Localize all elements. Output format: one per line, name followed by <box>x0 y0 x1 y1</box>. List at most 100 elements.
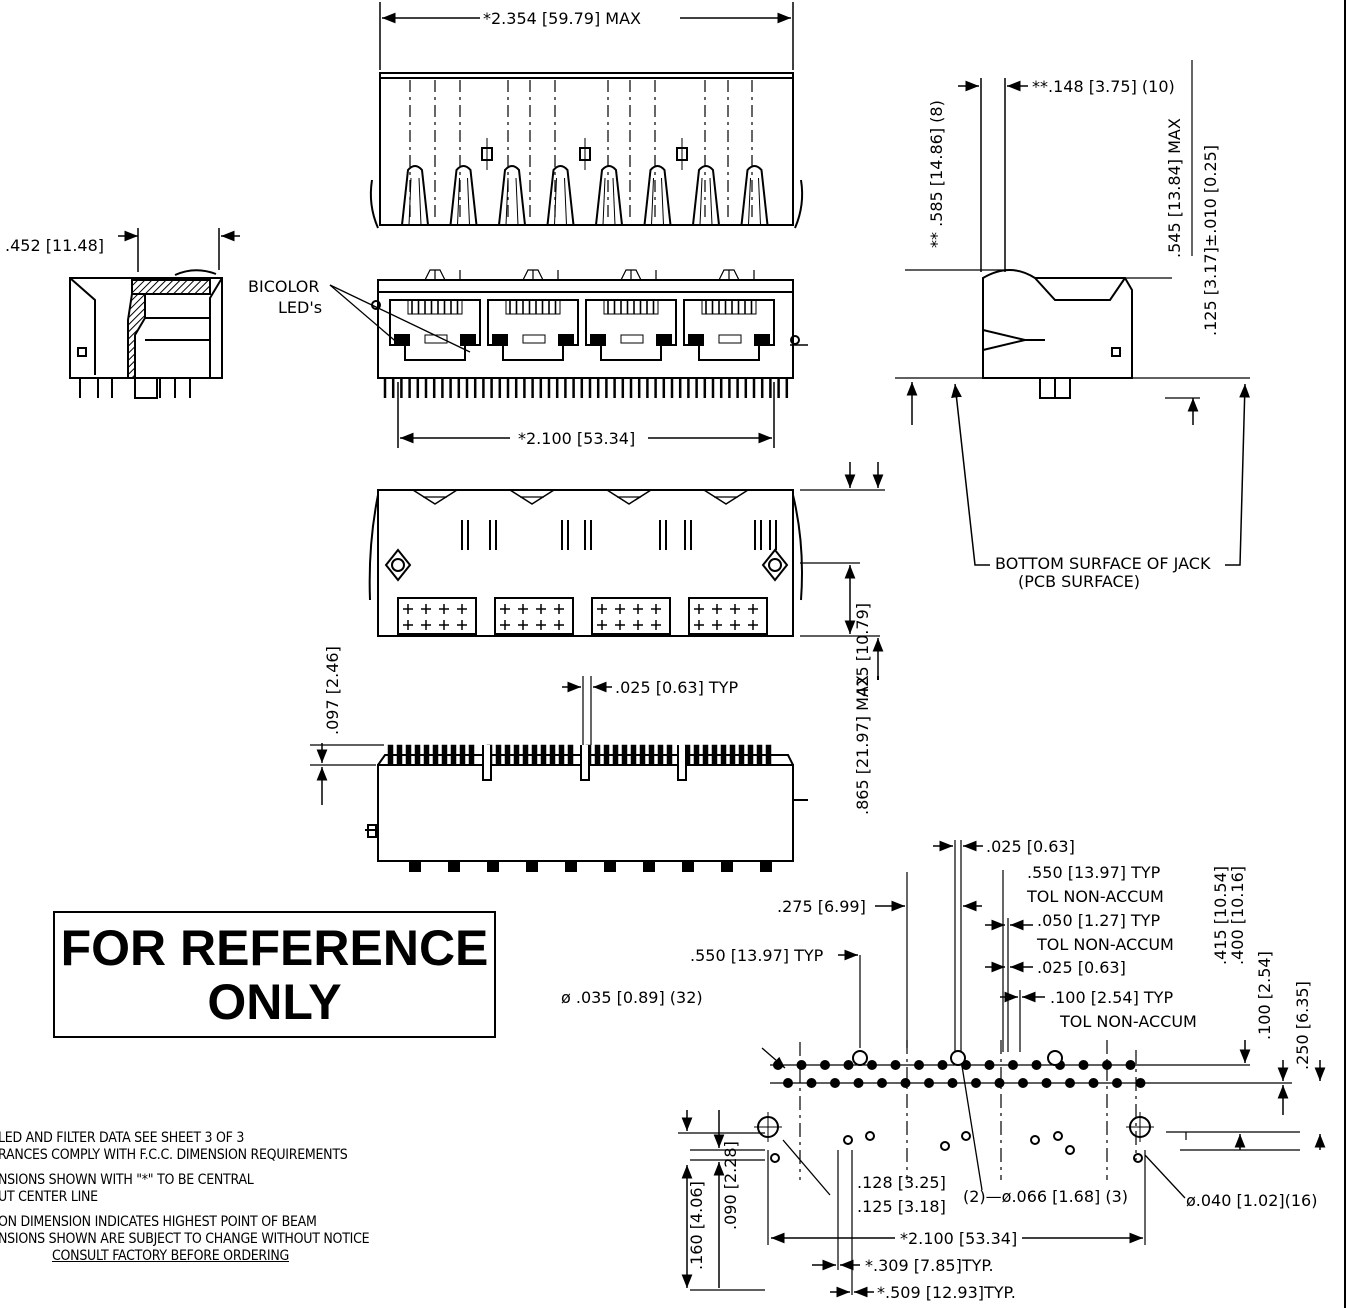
pcb-hole <box>1125 1060 1136 1070</box>
fp-dim-125: .125 [3.18] <box>857 1197 946 1216</box>
led-indicator <box>460 334 476 346</box>
fp-dim-025-a: .025 [0.63] <box>986 837 1075 856</box>
rj45-port <box>683 299 775 361</box>
fp-dim-090: .090 [2.28] <box>721 1141 740 1230</box>
pcb-hole <box>830 1078 840 1088</box>
pcb-hole <box>1078 1060 1089 1070</box>
fp-dim-509: *.509 [12.93]TYP. <box>877 1283 1016 1302</box>
drawing-frame-border <box>1344 0 1346 1308</box>
contact-spring <box>740 165 769 226</box>
for-reference-only-banner: FOR REFERENCE ONLY <box>53 911 496 1038</box>
contact-spring <box>401 165 429 226</box>
note-1: LED AND FILTER DATA SEE SHEET 3 OF 3 <box>0 1130 245 1146</box>
pcb-hole <box>1008 1060 1018 1070</box>
filter-hole <box>770 1153 780 1163</box>
pcb-hole <box>806 1078 817 1088</box>
fp-dim-100-typ: .100 [2.54] TYP <box>1050 988 1173 1007</box>
bottom-pad-group <box>397 597 477 635</box>
pcb-hole <box>914 1060 924 1070</box>
filter-hole <box>1133 1153 1143 1163</box>
alignment-post <box>384 548 412 582</box>
fp-tol-2: TOL NON-ACCUM <box>1036 935 1174 954</box>
filter-hole <box>940 1141 950 1151</box>
dim-height-097: .097 [2.46] <box>323 646 342 735</box>
contact-spring <box>595 165 623 226</box>
contact-spring <box>692 165 720 226</box>
bottom-view <box>368 462 885 660</box>
filter-hole <box>865 1131 875 1141</box>
filter-hole <box>843 1135 853 1145</box>
dim-pitch-2100: *2.100 [53.34] <box>518 429 635 448</box>
pcb-hole <box>1135 1078 1146 1088</box>
pcb-hole <box>994 1078 1005 1088</box>
dim-height-125: .125 [3.17]±.010 [0.25] <box>1201 145 1220 336</box>
rj45-port <box>487 299 579 361</box>
pcb-hole <box>820 1060 830 1070</box>
fp-dim-025-b: .025 [0.63] <box>1037 958 1126 977</box>
fp-dim-400: .400 [10.16] <box>1228 866 1247 965</box>
fp-tol-1: TOL NON-ACCUM <box>1026 887 1164 906</box>
pcb-hole <box>947 1078 958 1088</box>
pcb-hole <box>1088 1078 1099 1088</box>
pcb-hole <box>1065 1078 1075 1088</box>
pcb-hole <box>937 1060 948 1070</box>
pcb-hole <box>1031 1060 1042 1070</box>
filter-hole <box>1030 1135 1040 1145</box>
dimension-labels: *2.354 [59.79] MAX .452 [11.48] BICOLOR … <box>5 9 1317 1302</box>
alignment-post <box>761 548 789 582</box>
drawing-notes: LED AND FILTER DATA SEE SHEET 3 OF 3 RAN… <box>0 1130 421 1265</box>
pcb-hole <box>900 1078 911 1088</box>
pcb-hole <box>877 1078 887 1088</box>
fp-tol-3: TOL NON-ACCUM <box>1059 1012 1197 1031</box>
dim-top-offset: **.148 [3.75] (10) <box>1032 77 1175 96</box>
dim-overall-width: *2.354 [59.79] MAX <box>483 9 641 28</box>
led-indicator <box>394 334 410 346</box>
led-hole <box>950 1050 966 1066</box>
fp-dim-250: .250 [6.35] <box>1293 981 1312 1070</box>
contact-spring <box>546 165 575 226</box>
fp-hole-035: ø .035 [0.89] (32) <box>561 988 703 1007</box>
fp-dim-550-left: .550 [13.97] TYP <box>690 946 824 965</box>
pcb-hole <box>1041 1078 1052 1088</box>
led-indicator <box>590 334 606 346</box>
pcb-hole <box>890 1060 901 1070</box>
rear-view <box>310 660 879 872</box>
note-5: ON DIMENSION INDICATES HIGHEST POINT OF … <box>0 1214 317 1230</box>
rj45-port <box>585 299 677 361</box>
top-view <box>369 2 804 229</box>
pcb-hole <box>1018 1078 1028 1088</box>
bottom-pad-group <box>688 597 768 635</box>
pcb-hole <box>783 1078 793 1088</box>
fp-dim-100: .100 [2.54] <box>1255 951 1274 1040</box>
note-2: RANCES COMPLY WITH F.C.C. DIMENSION REQU… <box>0 1147 348 1163</box>
fp-dim-309: *.309 [7.85]TYP. <box>865 1256 994 1275</box>
led-indicator <box>754 334 770 346</box>
pcb-hole <box>1112 1078 1122 1088</box>
contact-spring <box>498 165 526 226</box>
fp-dim-160: .160 [4.06] <box>687 1181 706 1270</box>
label-leds: LED's <box>278 298 322 317</box>
led-indicator <box>558 334 574 346</box>
filter-hole <box>961 1131 971 1141</box>
led-hole <box>852 1050 868 1066</box>
pcb-hole <box>924 1078 934 1088</box>
note-4: UT CENTER LINE <box>0 1189 98 1205</box>
side-view-right <box>895 60 1251 566</box>
note-3: NSIONS SHOWN WITH "*" TO BE CENTRAL <box>0 1172 254 1188</box>
banner-line-2: ONLY <box>207 974 342 1030</box>
contact-spring <box>643 165 672 226</box>
dim-tab-025: .025 [0.63] TYP <box>615 678 738 697</box>
fp-dim-415: .415 [10.54] <box>1211 866 1230 965</box>
note-6: NSIONS SHOWN ARE SUBJECT TO CHANGE WITHO… <box>0 1231 370 1247</box>
fp-dim-050-typ: .050 [1.27] TYP <box>1037 911 1160 930</box>
led-indicator <box>492 334 508 346</box>
fp-dim-128: .128 [3.25] <box>857 1173 946 1192</box>
pcb-hole <box>984 1060 995 1070</box>
dim-side-depth: .452 [11.48] <box>5 236 104 255</box>
pcb-hole <box>867 1060 877 1070</box>
bottom-pad-group <box>494 597 574 635</box>
filter-hole <box>1065 1145 1075 1155</box>
dim-height-585: ** .585 [14.86] (8) <box>927 100 946 248</box>
label-bottom-surface: BOTTOM SURFACE OF JACK <box>995 554 1211 573</box>
